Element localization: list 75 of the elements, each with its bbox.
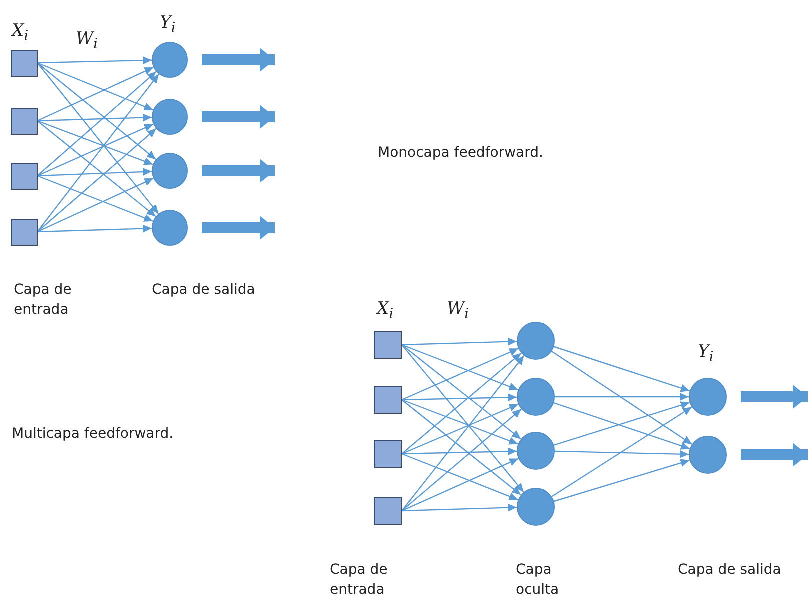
connection-arrow [37,62,154,111]
connection-arrow [37,56,152,65]
output-arrow [741,443,808,467]
math-symbol: X$_{i}$ [12,22,29,45]
connection-arrow [402,338,518,346]
connection-arrow [37,224,152,233]
connection-arrow [402,356,525,512]
neuron-circle [689,378,727,416]
input-square [10,218,38,246]
connection-arrow [402,408,522,512]
connection-arrow [37,168,152,177]
layer-label: Capa de entrada [330,561,389,600]
connection-arrow [402,394,518,402]
neuron-circle [152,42,188,78]
layer-label: Monocapa feedforward. [378,144,544,163]
math-symbol: W$_{i}$ [76,30,98,53]
connection-arrow [554,459,690,502]
math-symbol: W$_{i}$ [447,300,470,323]
connection-arrow [402,453,519,501]
input-square [10,50,38,76]
connection-arrow [37,74,160,232]
connection-arrow [37,175,154,222]
connection-arrow [402,404,519,455]
connection-arrow [402,458,519,512]
layer-label: Capa oculta [516,561,560,600]
connection-arrow [554,346,690,392]
connection-arrow [402,344,524,493]
neuron-circle [689,436,727,474]
connection-arrow [402,448,518,456]
connection-arrow [37,114,152,122]
input-square [10,162,38,190]
connection-arrow [37,120,156,218]
neuron-circle [152,99,188,135]
layer-label: Multicapa feedforward. [12,425,175,444]
input-square [374,440,402,468]
neuron-circle [517,432,555,470]
connection-arrow [554,450,690,458]
connection-arrow [402,399,518,445]
math-symbol: Y$_{i}$ [160,14,176,37]
output-arrow [741,385,808,409]
neuron-circle [517,488,555,526]
input-square [374,497,402,525]
connection-arrow [37,71,157,176]
connection-arrow [37,62,156,160]
output-arrow [202,105,275,129]
layer-label: Capa de salida [152,281,256,300]
connection-arrow [37,124,154,177]
input-square [374,331,402,359]
input-square [374,386,402,414]
connection-arrow [402,504,518,512]
layer-label: Capa de salida [678,561,782,580]
input-square [10,108,38,134]
connection-arrow [555,393,689,401]
neuron-circle [152,210,188,246]
neuron-circle [517,322,555,360]
output-arrow [202,159,275,183]
neuron-circle [152,153,188,189]
connection-arrow [37,62,160,214]
math-symbol: X$_{i}$ [377,300,394,323]
math-symbol: Y$_{i}$ [698,343,714,366]
connection-arrow [552,351,692,445]
layer-label: Capa de entrada [14,281,73,320]
connection-arrow [37,120,154,166]
output-arrow [202,216,275,240]
connection-arrow [552,406,692,498]
connection-arrow [37,128,157,232]
connection-arrow [402,348,519,401]
connection-arrow [402,352,522,454]
connection-arrow [402,344,518,391]
connection-arrow [402,400,522,496]
connection-arrow [37,66,154,122]
connection-arrow [402,344,522,440]
output-arrow [202,48,275,72]
connection-arrow [37,178,154,233]
neuron-circle [517,378,555,416]
